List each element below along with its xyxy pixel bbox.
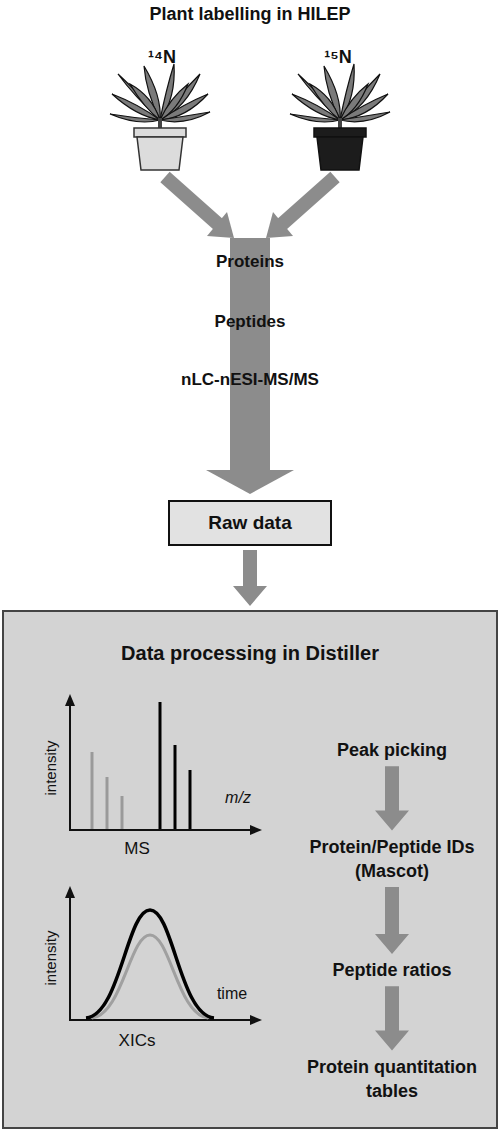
pot-rim — [134, 128, 186, 137]
isotope-label: ¹⁵N — [324, 47, 351, 68]
peak — [174, 745, 177, 829]
arrow-shaft — [165, 177, 219, 225]
processing-panel: Data processing in DistillerPeak picking… — [2, 610, 498, 1129]
plant-leaves — [110, 64, 210, 122]
axis-label: intensity — [42, 930, 59, 985]
axis-arrow — [250, 825, 262, 835]
xic-plot — [65, 886, 262, 1025]
process-arrow-head — [206, 470, 294, 494]
axis-arrow — [250, 1015, 262, 1025]
arrow-shaft — [281, 177, 335, 225]
node-text: Peak picking — [292, 738, 492, 762]
process-step: Peak picking — [292, 738, 492, 762]
node-text: Data processing in Distiller — [4, 642, 496, 665]
plot-label: XICs — [119, 1031, 156, 1051]
plant-stem — [158, 118, 162, 130]
peak — [159, 702, 162, 829]
peak — [106, 777, 109, 829]
light-peaks — [92, 752, 122, 829]
peak — [91, 752, 94, 829]
axis-label: time — [217, 985, 247, 1003]
peak — [189, 770, 192, 829]
axis-label: m/z — [225, 789, 251, 807]
dark-pot — [317, 137, 363, 170]
arrow-head — [266, 212, 293, 238]
step-label: nLC-nESI-MS/MS — [181, 370, 319, 390]
diagram-title: Plant labelling in HILEP — [149, 4, 350, 25]
plant-stem — [338, 118, 342, 130]
pot-rim — [314, 128, 366, 137]
flow-arrow — [375, 766, 409, 830]
merge-arrows — [165, 177, 335, 494]
node-text: Protein quantitation tables — [292, 1055, 492, 1104]
process-arrow-shaft — [230, 238, 270, 472]
ms-spectrum — [65, 694, 262, 835]
flow-arrow — [375, 986, 409, 1050]
step-label: Peptides — [215, 312, 286, 332]
flow-arrow — [233, 550, 267, 606]
step-label: Proteins — [216, 252, 284, 272]
axis-line — [70, 897, 252, 1020]
isotope-label: ¹⁴N — [148, 47, 176, 68]
process-step: Protein/Peptide IDs (Mascot) — [292, 835, 492, 884]
plot-label: MS — [124, 839, 150, 859]
plant-14n — [110, 64, 210, 170]
node-text: Peptide ratios — [292, 958, 492, 982]
light-pot — [137, 137, 183, 170]
heavy-xic-curve — [86, 910, 214, 1018]
axis-arrow — [65, 886, 75, 898]
axis-label: intensity — [42, 740, 59, 795]
process-step: Peptide ratios — [292, 958, 492, 982]
process-step: Protein quantitation tables — [292, 1055, 492, 1104]
axis-arrow — [65, 694, 75, 706]
plant-15n — [290, 64, 390, 170]
light-xic-curve — [92, 935, 208, 1018]
flow-arrow — [375, 887, 409, 954]
peak — [121, 796, 124, 829]
axis-line — [70, 704, 252, 830]
data-box: Raw data — [168, 500, 332, 546]
heavy-peaks — [160, 702, 190, 829]
node-text: Protein/Peptide IDs (Mascot) — [292, 835, 492, 884]
arrow-head — [207, 212, 234, 238]
node-text: Raw data — [208, 512, 291, 534]
plant-leaves — [290, 64, 390, 122]
